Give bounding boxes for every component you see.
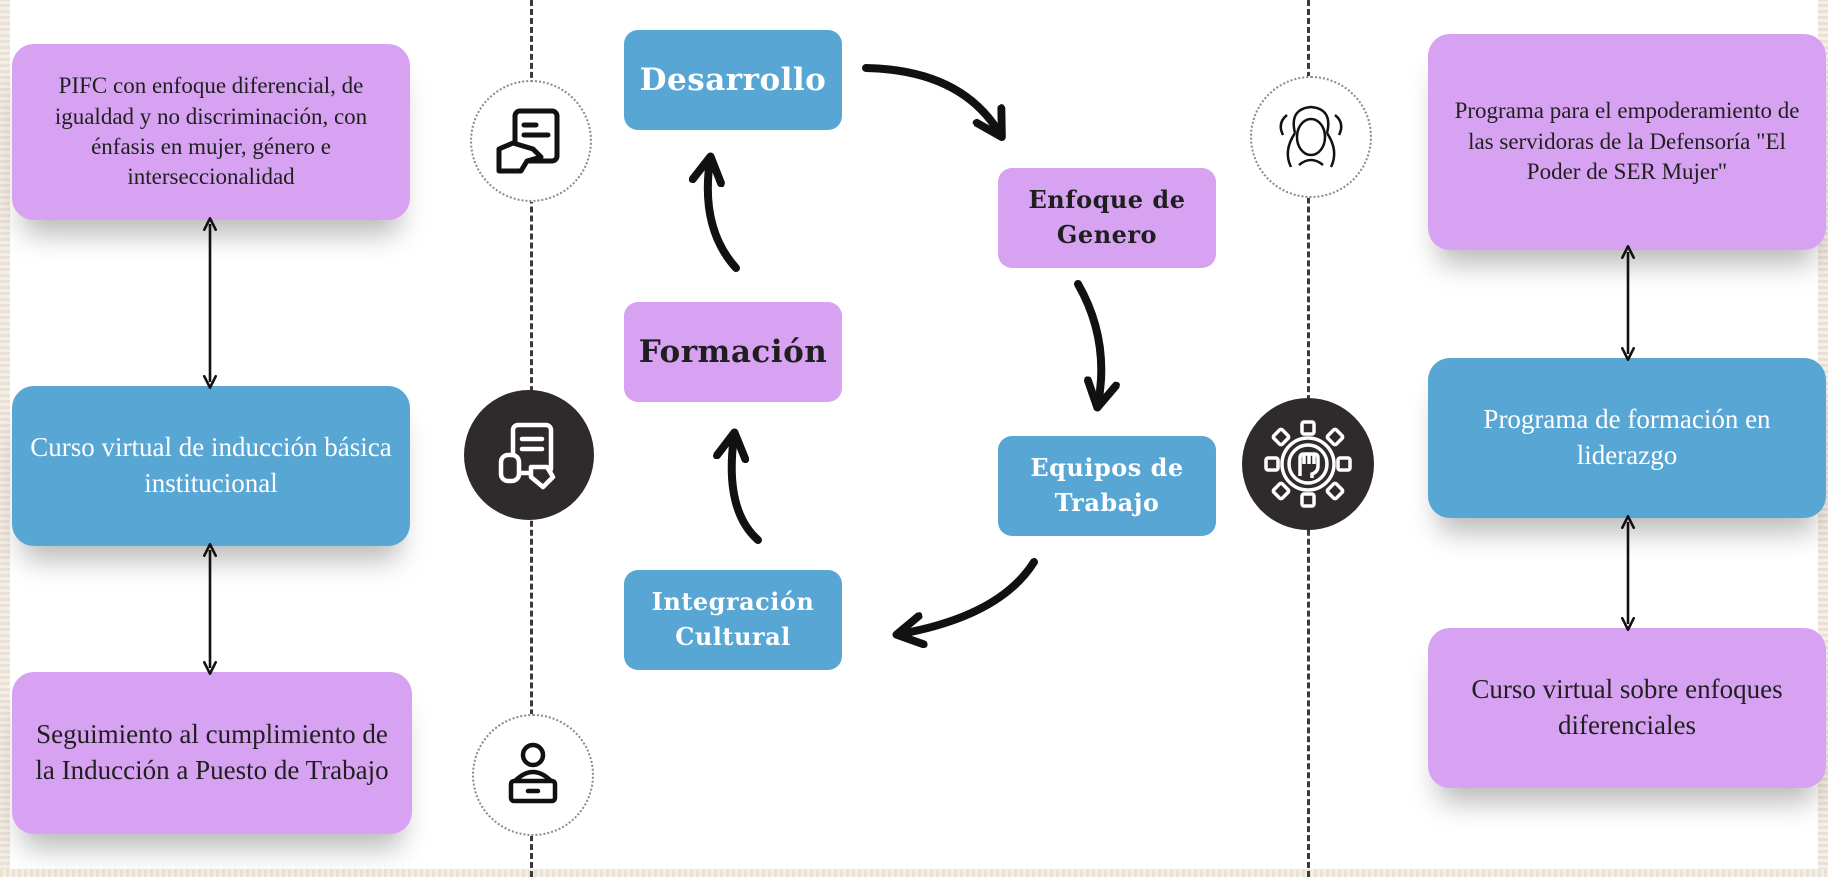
document-tag-icon	[464, 390, 594, 520]
right-box-liderazgo-text: Programa de formación en liderazgo	[1483, 404, 1771, 470]
document-hand-icon	[470, 80, 592, 202]
cycle-integracion-line2: Cultural	[675, 622, 791, 651]
right-box-liderazgo: Programa de formación en liderazgo	[1428, 358, 1826, 518]
cycle-desarrollo: Desarrollo	[624, 30, 842, 130]
cycle-enfoque-line2: Genero	[1056, 220, 1158, 249]
person-laptop-icon	[472, 714, 594, 836]
cycle-enfoque-line1: Enfoque de	[1028, 185, 1186, 215]
left-box-curso-induccion: Curso virtual de inducción básica instit…	[12, 386, 410, 546]
cycle-integracion-cultural: Integración Cultural	[624, 570, 842, 670]
cycle-equipos-line2: Trabajo	[1054, 488, 1160, 517]
left-box-seguimiento: Seguimiento al cumplimiento de la Inducc…	[12, 672, 412, 834]
cycle-enfoque-genero: Enfoque de Genero	[998, 168, 1216, 268]
cycle-desarrollo-text: Desarrollo	[639, 61, 827, 98]
right-box-curso-enfoques-text: Curso virtual sobre enfoques diferencial…	[1471, 674, 1783, 740]
left-box-pifc-text: PIFC con enfoque diferencial, de igualda…	[54, 73, 368, 190]
cycle-arrow-formacion-desarrollo	[708, 160, 740, 272]
cycle-arrow-enfoque-equipos	[1074, 280, 1101, 404]
left-box-curso-induccion-text: Curso virtual de inducción básica instit…	[30, 432, 392, 498]
cycle-equipos-trabajo: Equipos de Trabajo	[998, 436, 1216, 536]
left-box-seguimiento-text: Seguimiento al cumplimiento de la Inducc…	[35, 719, 389, 785]
cycle-arrow-equipos-integracion	[900, 558, 1038, 634]
left-box-pifc: PIFC con enfoque diferencial, de igualda…	[12, 44, 410, 220]
cycle-integracion-line1: Integración	[651, 587, 815, 617]
right-box-empoderamiento: Programa para el empoderamiento de las s…	[1428, 34, 1826, 250]
cycle-arrow-desarrollo-enfoque	[862, 64, 1000, 134]
cycle-formacion-text: Formación	[638, 333, 828, 370]
cycle-formacion: Formación	[624, 302, 842, 402]
right-box-curso-enfoques: Curso virtual sobre enfoques diferencial…	[1428, 628, 1826, 788]
cycle-arrow-integracion-formacion	[732, 436, 762, 544]
woman-face-icon	[1250, 76, 1372, 198]
right-box-empoderamiento-text: Programa para el empoderamiento de las s…	[1454, 98, 1800, 185]
frame-left	[0, 0, 10, 877]
cycle-equipos-line1: Equipos de	[1030, 453, 1184, 483]
frame-bottom	[0, 869, 1828, 877]
fist-gear-icon	[1242, 398, 1374, 530]
